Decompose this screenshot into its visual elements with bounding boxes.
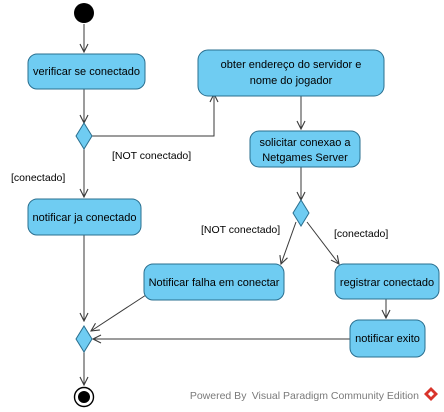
edge-falha-to-merge <box>91 294 147 331</box>
action-notificar-ja-conectado: notificar ja conectado <box>27 198 142 236</box>
action-notificar-falha: Notificar falha em conectar <box>143 263 285 301</box>
action-label-line1: solicitar conexao a <box>259 137 351 149</box>
visual-paradigm-logo-icon <box>424 387 438 401</box>
action-label: verificar se conectado <box>33 66 140 78</box>
initial-node <box>74 3 94 23</box>
action-registrar-conectado: registrar conectado <box>334 263 440 300</box>
edge-decision1-to-obter <box>92 94 214 137</box>
action-label: registrar conectado <box>340 277 434 289</box>
action-label-line2: Netgames Server <box>262 152 348 164</box>
action-label: notificar exito <box>355 333 420 345</box>
edge-decision2-to-falha <box>281 221 297 264</box>
guard-conectado-2: [conectado] <box>334 228 388 240</box>
action-notificar-exito: notificar exito <box>349 319 426 358</box>
action-label: notificar ja conectado <box>33 212 137 224</box>
decision-node-conexao <box>292 199 310 227</box>
action-verificar-se-conectado: verificar se conectado <box>27 53 146 90</box>
decision-node-conectado <box>75 122 93 150</box>
merge-node <box>75 325 93 353</box>
action-solicitar-conexao: solicitar conexao a Netgames Server <box>249 130 361 168</box>
action-obter-endereco: obter endereço do servidor e nome do jog… <box>197 49 385 97</box>
final-node <box>73 386 95 408</box>
action-label-line2: nome do jogador <box>250 75 333 87</box>
connectors <box>84 24 386 385</box>
edge-decision2-to-registrar <box>306 221 339 264</box>
guard-not-conectado-2: [NOT conectado] <box>201 224 280 236</box>
guard-not-conectado-1: [NOT conectado] <box>112 150 191 162</box>
guard-conectado-1: [conectado] <box>11 172 65 184</box>
action-label: Notificar falha em conectar <box>149 277 280 289</box>
footer-powered-by: Powered By Visual Paradigm Community Edi… <box>190 390 419 402</box>
action-label-line1: obter endereço do servidor e <box>221 59 362 71</box>
